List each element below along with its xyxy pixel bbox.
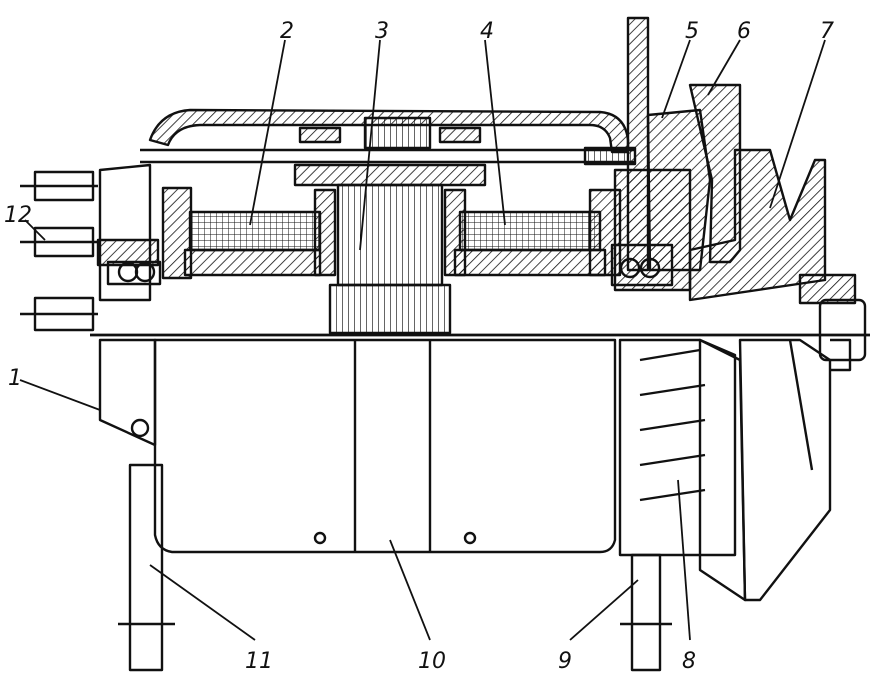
fan-blades <box>618 338 747 602</box>
field-winding-left <box>183 188 337 277</box>
callout-10: 10 <box>418 649 446 674</box>
lower-housing <box>153 338 617 554</box>
callout-4: 4 <box>480 19 494 44</box>
shaft-end <box>818 298 867 362</box>
terminal-studs <box>20 170 98 332</box>
fan-section <box>626 16 742 272</box>
callout-1: 1 <box>8 366 22 391</box>
stator-core <box>293 163 487 335</box>
callout-5: 5 <box>685 19 699 44</box>
callout-9: 9 <box>558 649 572 674</box>
callout-11: 11 <box>245 649 273 674</box>
callout-2: 2 <box>280 19 294 44</box>
callout-labels: 1 2 3 4 5 6 7 8 9 10 11 12 <box>4 19 834 674</box>
mounting-foot-right <box>620 553 672 672</box>
callout-12: 12 <box>4 203 32 228</box>
through-bolt <box>140 146 637 166</box>
callout-7: 7 <box>820 19 834 44</box>
left-end-shield <box>96 163 193 302</box>
leader-lines <box>19 39 826 641</box>
callout-8: 8 <box>682 649 696 674</box>
callout-3: 3 <box>375 19 389 44</box>
left-cover-lower <box>98 338 157 447</box>
pulley-section <box>688 148 857 305</box>
mounting-foot-left <box>118 463 175 672</box>
housing-cover <box>148 108 630 154</box>
callout-6: 6 <box>737 19 751 44</box>
field-winding-right <box>443 188 607 277</box>
pulley-external <box>738 338 852 602</box>
